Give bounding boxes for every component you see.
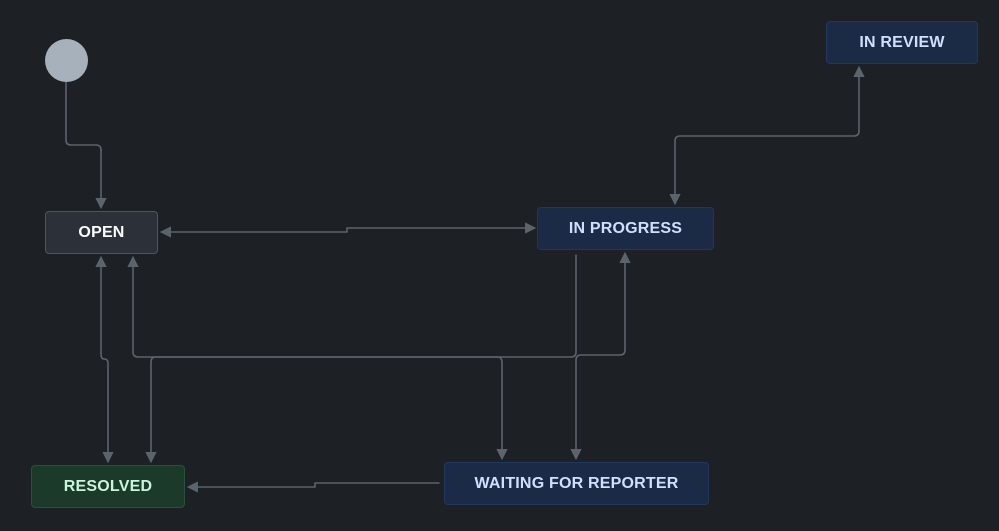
status-in-review[interactable]: IN REVIEW xyxy=(826,21,978,64)
transition-in-progress-to-resolved[interactable] xyxy=(145,254,577,464)
status-in-progress-label: IN PROGRESS xyxy=(568,219,683,237)
status-waiting-for-reporter-label: WAITING FOR REPORTER xyxy=(474,474,679,492)
transition-open-resolved[interactable] xyxy=(95,255,114,464)
transition-in-progress-in-review[interactable] xyxy=(669,65,865,206)
status-in-progress[interactable]: IN PROGRESS xyxy=(537,207,714,250)
status-open-label: OPEN xyxy=(78,223,125,241)
transition-start-to-open[interactable] xyxy=(65,81,107,210)
transition-waiting-to-resolved[interactable] xyxy=(186,481,440,493)
start-node[interactable] xyxy=(45,39,88,82)
status-resolved-label: RESOLVED xyxy=(63,477,153,495)
status-resolved[interactable]: RESOLVED xyxy=(31,465,185,508)
transition-in-progress-waiting[interactable] xyxy=(570,251,631,461)
status-waiting-for-reporter[interactable]: WAITING FOR REPORTER xyxy=(444,462,709,505)
status-open[interactable]: OPEN xyxy=(45,211,158,254)
status-in-review-label: IN REVIEW xyxy=(859,33,945,51)
transition-open-in-progress[interactable] xyxy=(159,222,537,238)
transition-open-to-waiting[interactable] xyxy=(127,255,508,461)
